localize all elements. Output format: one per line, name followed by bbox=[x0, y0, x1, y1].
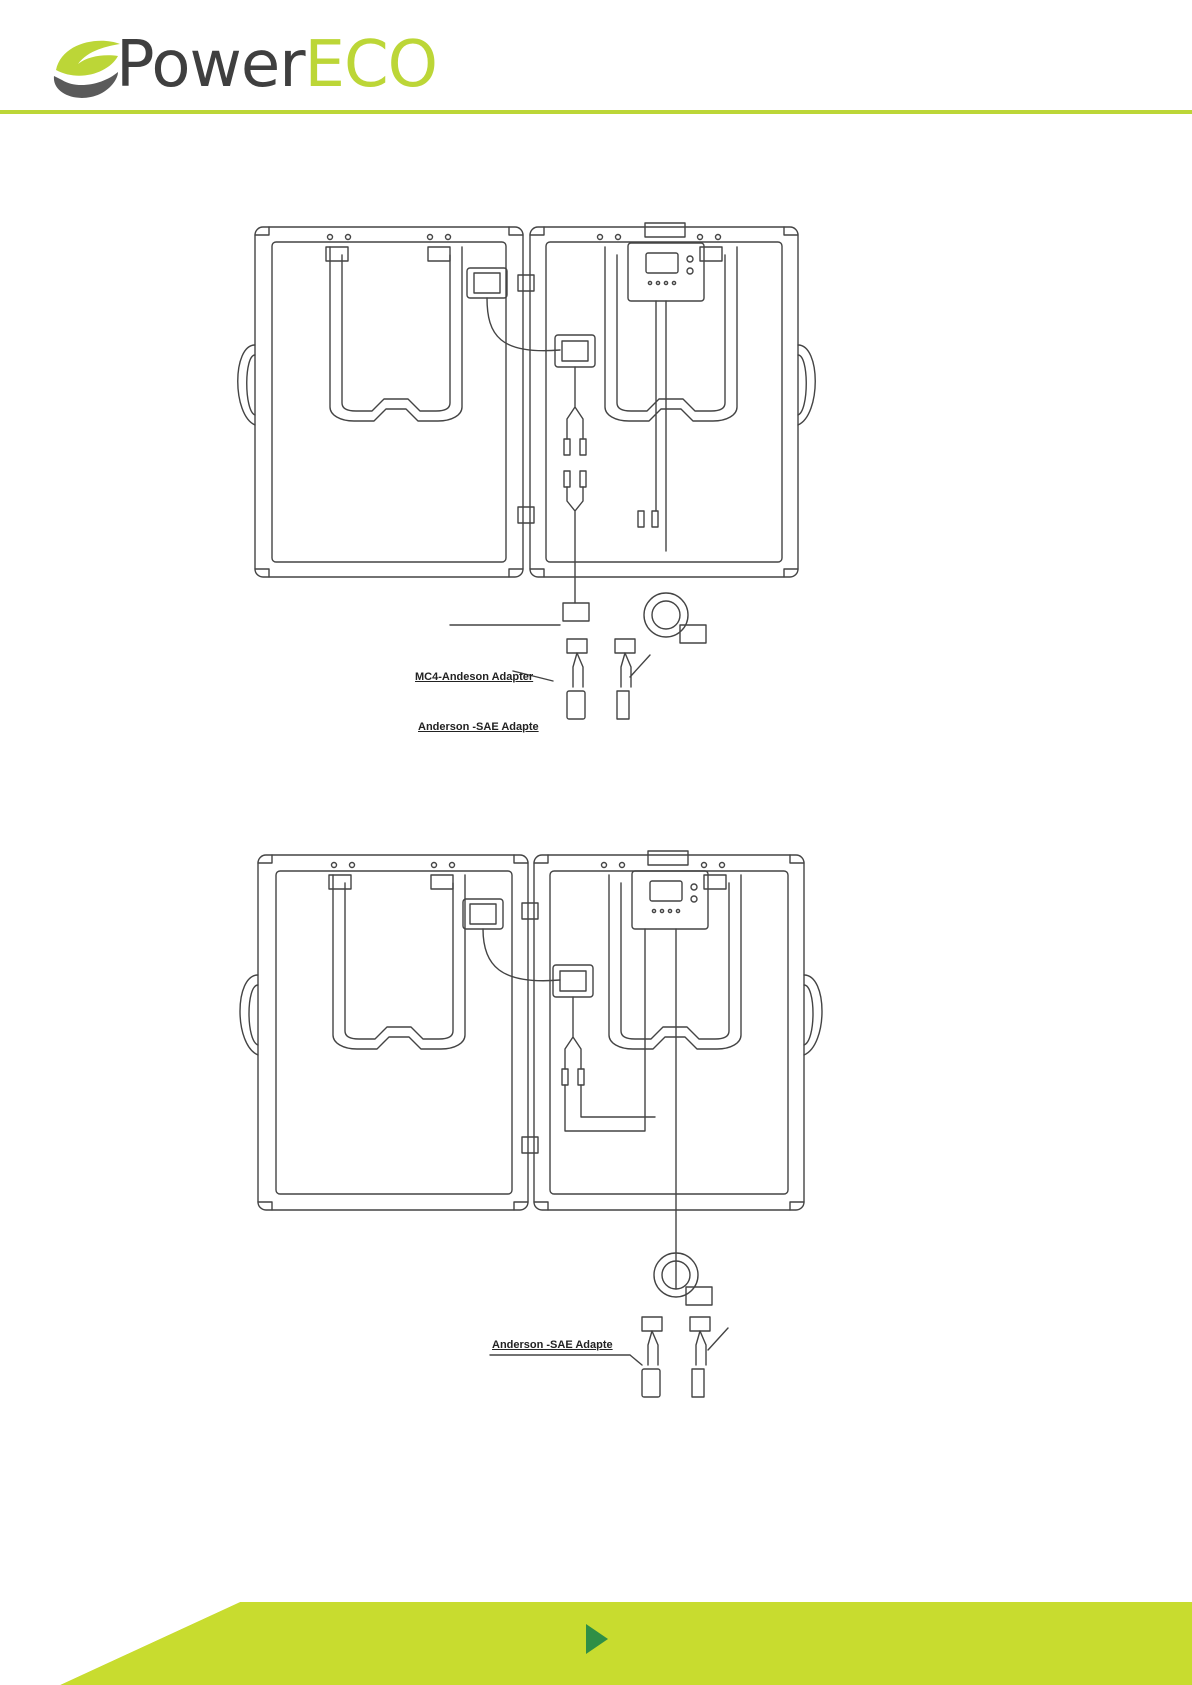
footer-band bbox=[0, 1600, 1192, 1685]
solar-panel-drawing-1 bbox=[0, 215, 1192, 785]
page-header: PowerECO bbox=[0, 0, 1192, 120]
label-anderson-sae-adapter: Anderson -SAE Adapte bbox=[492, 1339, 613, 1351]
label-anderson-sae-adapter: Anderson -SAE Adapte bbox=[418, 721, 539, 733]
wiring-diagram-2: Anderson -SAE Adapte bbox=[0, 845, 1192, 1425]
label-mc4-adapter: MC4-Andeson Adapter bbox=[415, 671, 533, 683]
brand-name-part1: Power bbox=[116, 28, 305, 102]
wiring-diagram-1: MC4-Andeson Adapter Anderson -SAE Adapte bbox=[0, 215, 1192, 785]
header-divider bbox=[0, 110, 1192, 114]
brand-name: PowerECO bbox=[116, 30, 437, 100]
solar-panel-drawing-2 bbox=[0, 845, 1192, 1425]
brand-name-part2: ECO bbox=[305, 28, 438, 102]
